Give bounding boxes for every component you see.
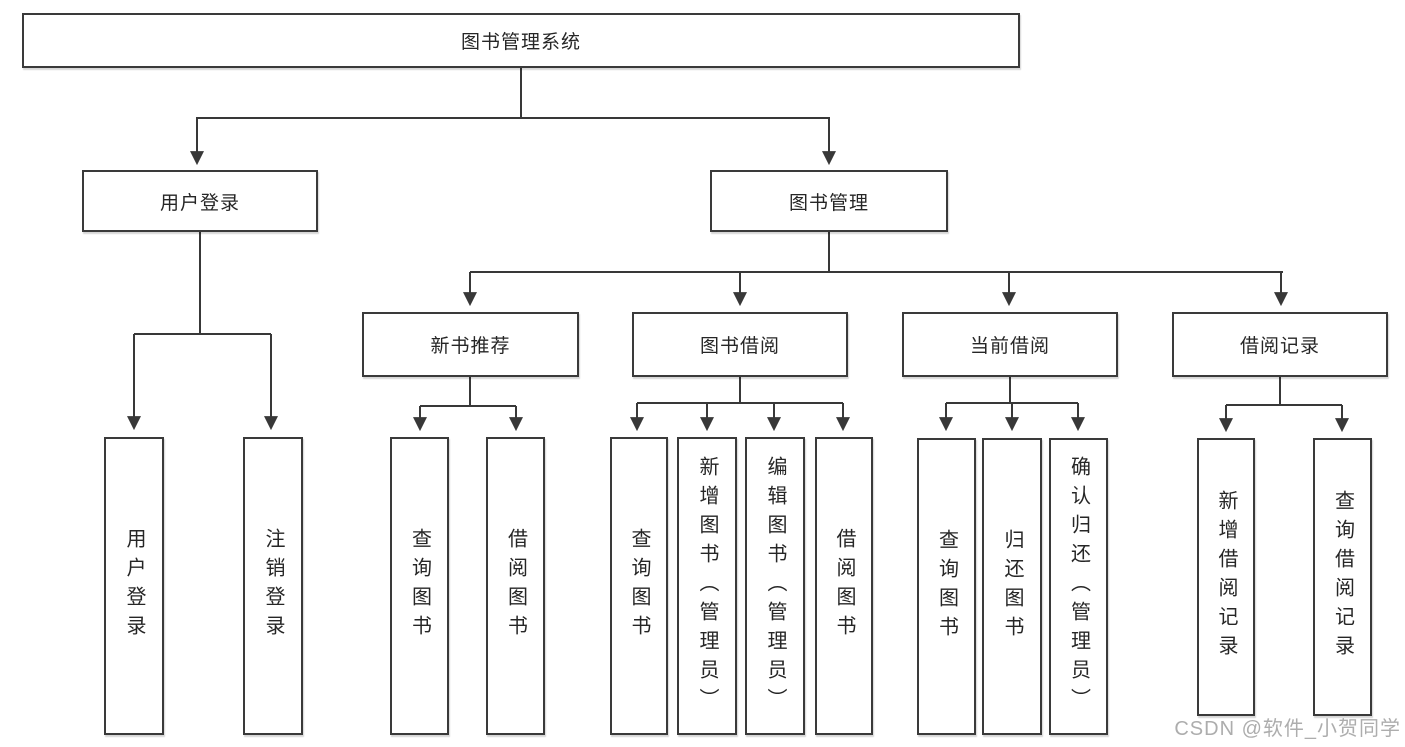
leaf-logout: 注销登录 [243, 437, 303, 735]
leaf-query-books: 查询图书 [390, 437, 449, 735]
node-label: 借阅图书 [504, 528, 527, 644]
node-label: 借阅记录 [1239, 336, 1320, 357]
leaf-user-login: 用户登录 [104, 437, 164, 735]
leaf-query-books: 查询图书 [610, 437, 668, 735]
node-label: 编辑图书（管理员） [764, 455, 786, 717]
node-label: 注销登录 [262, 528, 284, 644]
node-label: 查询图书 [935, 528, 958, 645]
leaf-add-books-admin: 新增图书（管理员） [677, 437, 737, 735]
node-label: 用户登录 [159, 192, 240, 214]
node-label: 借阅图书 [833, 528, 855, 644]
node-label: 查询借阅记录 [1331, 490, 1354, 664]
leaf-return-books: 归还图书 [982, 438, 1042, 735]
node-book-management: 图书管理 [710, 170, 948, 232]
node-label: 新增图书（管理员） [696, 455, 718, 717]
node-new-book-recommend: 新书推荐 [362, 312, 579, 377]
leaf-edit-books-admin: 编辑图书（管理员） [745, 437, 805, 735]
node-book-borrow: 图书借阅 [632, 312, 848, 377]
leaf-query-borrow-record: 查询借阅记录 [1313, 438, 1372, 716]
node-user-login: 用户登录 [82, 170, 318, 232]
leaf-query-books: 查询图书 [917, 438, 976, 735]
leaf-confirm-return-admin: 确认归还（管理员） [1049, 438, 1108, 735]
node-borrow-record: 借阅记录 [1172, 312, 1388, 377]
node-label: 归还图书 [1001, 528, 1023, 645]
node-label: 图书管理 [788, 192, 869, 214]
node-label: 图书管理系统 [460, 32, 581, 53]
node-current-borrow: 当前借阅 [902, 312, 1118, 377]
node-label: 查询图书 [628, 528, 650, 644]
leaf-borrow-books: 借阅图书 [486, 437, 545, 735]
leaf-add-borrow-record: 新增借阅记录 [1197, 438, 1255, 716]
node-label: 新增借阅记录 [1215, 490, 1237, 664]
node-library-management-system: 图书管理系统 [22, 13, 1020, 68]
node-label: 用户登录 [123, 528, 145, 644]
node-label: 当前借阅 [969, 336, 1050, 357]
node-label: 查询图书 [408, 528, 431, 644]
node-label: 图书借阅 [699, 336, 780, 357]
node-label: 新书推荐 [430, 336, 511, 357]
leaf-borrow-books: 借阅图书 [815, 437, 873, 735]
node-label: 确认归还（管理员） [1067, 456, 1090, 717]
csdn-watermark: CSDN @软件_小贺同学 [1174, 718, 1401, 740]
